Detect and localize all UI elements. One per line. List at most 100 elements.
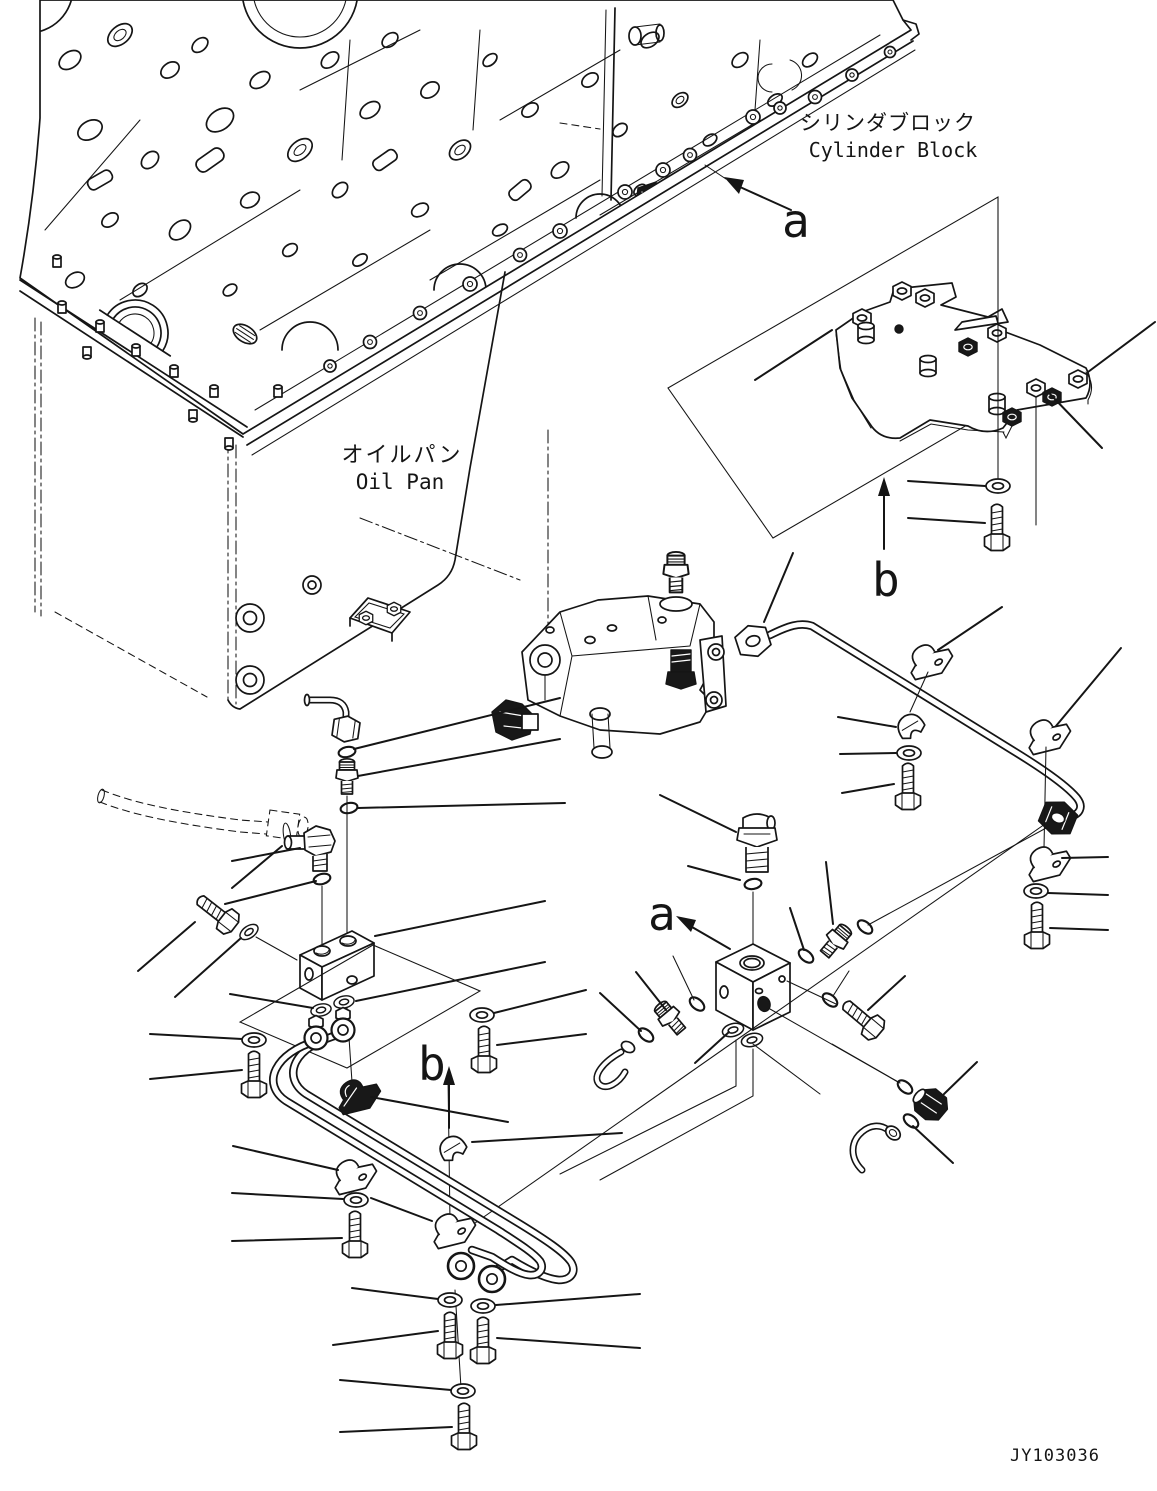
hex-bolt xyxy=(189,887,244,938)
leader-line xyxy=(339,1379,452,1391)
o-ring xyxy=(742,876,764,892)
spacer xyxy=(988,392,1006,416)
elbow-fitting xyxy=(283,825,336,872)
drawing-number: JY103036 xyxy=(1010,1446,1100,1466)
leader-line xyxy=(912,1125,954,1164)
pipe-clamp xyxy=(1019,708,1077,763)
hose-dashed xyxy=(97,788,309,841)
oil-pan-drawing: オイルパン Oil Pan xyxy=(19,254,549,710)
cylinder-block-label-jp: シリンダブロック xyxy=(800,111,976,135)
leader-line xyxy=(149,1069,243,1080)
flange-bolt-holes xyxy=(323,45,897,373)
leader-line xyxy=(495,1293,641,1306)
plain-washer xyxy=(985,478,1011,494)
plain-washer xyxy=(450,1383,476,1399)
hex-nut xyxy=(1068,369,1088,389)
hook-clip xyxy=(593,1040,636,1091)
hex-bolt xyxy=(469,1316,497,1365)
pipe-clamp xyxy=(1019,835,1077,890)
o-ring xyxy=(854,916,876,938)
leader-line xyxy=(370,1197,433,1222)
leader-line xyxy=(635,971,667,1011)
leader-line xyxy=(1087,321,1156,373)
plain-washer xyxy=(470,1298,496,1314)
leader-line xyxy=(1049,927,1109,931)
leader-line xyxy=(231,1237,343,1242)
hose-stub xyxy=(849,1122,902,1174)
plain-washer xyxy=(896,745,922,761)
flange-edge xyxy=(246,40,914,446)
view-label-a-mid: a xyxy=(648,887,676,941)
leader-line xyxy=(907,480,986,487)
flange-edge-inner xyxy=(251,49,916,456)
leader-line xyxy=(355,961,546,1002)
hex-nut xyxy=(987,323,1007,343)
bent-pipe-fitting xyxy=(303,693,361,743)
leader-line xyxy=(174,937,242,998)
elbow-fitting xyxy=(736,813,778,873)
front-seal-arch xyxy=(98,299,172,357)
clamp-saddle xyxy=(434,1130,470,1165)
leader-line xyxy=(229,993,314,1009)
hex-bolt xyxy=(450,1402,478,1451)
hex-bolt xyxy=(1023,901,1051,950)
leader-line xyxy=(659,794,737,833)
leader-line xyxy=(357,802,566,809)
banjo-joint xyxy=(330,1006,356,1043)
leader-line xyxy=(496,1337,641,1349)
leader-line xyxy=(370,1096,509,1123)
hex-bolt xyxy=(983,503,1011,552)
o-ring xyxy=(338,800,360,816)
plain-washer xyxy=(469,1007,495,1023)
left-block xyxy=(299,930,375,1001)
solenoid-fitting xyxy=(662,550,690,594)
leader-line xyxy=(825,861,834,925)
gasket-plate xyxy=(754,196,1156,552)
junction-block-center xyxy=(559,794,978,1181)
junction-block-left xyxy=(97,693,566,1019)
o-ring xyxy=(819,989,841,1011)
leader-line xyxy=(232,1145,339,1171)
leader-line xyxy=(943,1061,978,1095)
spacer xyxy=(857,321,875,345)
leader-line xyxy=(224,880,317,905)
leader-line xyxy=(937,606,1003,651)
clamp-saddle xyxy=(892,708,928,743)
straight-connector xyxy=(815,919,857,963)
leader-line xyxy=(599,992,642,1032)
gasket-plate-outline xyxy=(835,282,1091,440)
view-label-b-bottom: b xyxy=(418,1037,446,1091)
leader-line xyxy=(137,921,196,972)
oil-pan-face-edge xyxy=(227,271,506,710)
hex-bolt xyxy=(341,1210,369,1259)
pan-bracket xyxy=(349,597,411,642)
hex-bolt xyxy=(240,1050,268,1099)
view-label-a-top: a xyxy=(782,194,810,248)
spacer xyxy=(919,354,937,378)
leader-line xyxy=(231,847,301,862)
leader-line xyxy=(374,900,546,937)
leader-line xyxy=(1049,393,1103,449)
leader-line xyxy=(694,1031,730,1064)
cylinder-block-label-en: Cylinder Block xyxy=(809,138,978,162)
leader-line xyxy=(763,552,794,623)
view-markers: シリンダブロック Cylinder Block a b a b JY103036 xyxy=(418,111,1100,1466)
twin-pipes xyxy=(149,823,1046,1451)
leader-line xyxy=(353,697,561,750)
hex-bolt xyxy=(470,1025,498,1074)
plain-washer xyxy=(241,1032,267,1048)
view-label-b-top: b xyxy=(872,553,900,607)
leader-line xyxy=(1055,647,1122,727)
leader-line xyxy=(231,1192,344,1200)
hex-nut xyxy=(1002,407,1022,427)
plain-washer xyxy=(739,1030,765,1050)
cylinder-block-outline xyxy=(19,0,912,435)
leader-line xyxy=(687,865,741,881)
leader-line xyxy=(493,989,587,1014)
leader-line xyxy=(332,1330,439,1346)
hex-bolt xyxy=(835,993,889,1044)
o-ring xyxy=(795,945,817,967)
oil-pipe-right xyxy=(734,552,1122,950)
leader-line xyxy=(471,1132,623,1143)
